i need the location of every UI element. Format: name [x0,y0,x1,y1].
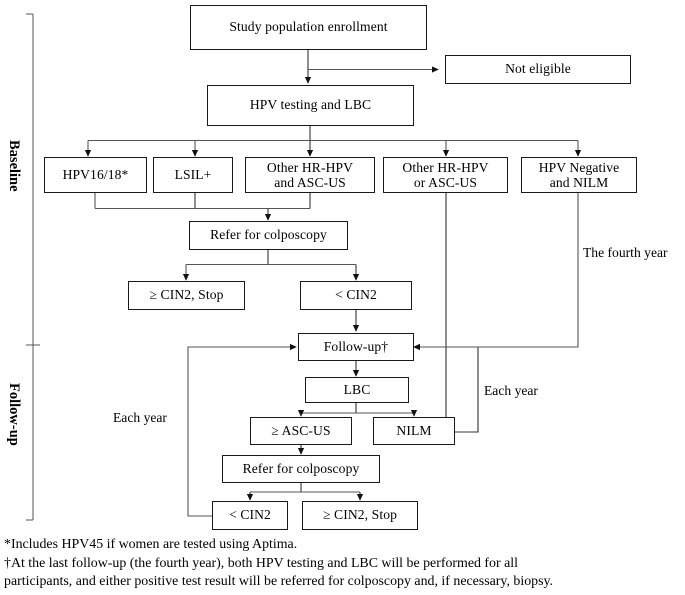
node-lt-cin2-followup[interactable]: < CIN2 [212,501,288,530]
node-study-population-enrollment[interactable]: Study population enrollment [190,5,427,50]
node-refer-for-colposcopy-followup[interactable]: Refer for colposcopy [222,455,380,483]
footnote-asterisk: *Includes HPV45 if women are tested usin… [4,537,298,552]
node-hpv1618[interactable]: HPV16/18* [44,157,147,193]
node-refer-for-colposcopy-baseline[interactable]: Refer for colposcopy [189,221,348,250]
edge-label-each-year-right: Each year [484,383,538,398]
node-lbc[interactable]: LBC [305,377,409,403]
node-hpv-negative-and-nilm[interactable]: HPV Negative and NILM [521,157,637,193]
node-cin2-stop-followup[interactable]: ≥ CIN2, Stop [302,501,418,530]
edge-label-each-year-left: Each year [113,410,167,425]
phase-label-followup: Follow-up [6,383,22,446]
footnote-dagger-line-2: participants, and either positive test r… [4,574,554,590]
footnotes: *Includes HPV45 if women are tested usin… [4,536,680,592]
node-lsil-plus[interactable]: LSIL+ [153,157,233,193]
node-nilm[interactable]: NILM [373,417,455,445]
node-hpv-testing-and-lbc[interactable]: HPV testing and LBC [207,85,414,126]
phase-label-baseline: Baseline [6,140,22,192]
node-other-hrhpv-or-ascus[interactable]: Other HR-HPV or ASC-US [383,157,508,193]
node-follow-up[interactable]: Follow-up† [298,333,414,361]
footnote-dagger-line-1: †At the last follow-up (the fourth year)… [4,555,518,571]
node-not-eligible[interactable]: Not eligible [445,55,631,84]
node-gte-ascus[interactable]: ≥ ASC-US [250,417,352,445]
node-lt-cin2-baseline[interactable]: < CIN2 [300,281,412,310]
node-cin2-stop-baseline[interactable]: ≥ CIN2, Stop [128,281,245,310]
node-other-hrhpv-and-ascus[interactable]: Other HR-HPV and ASC-US [245,157,375,193]
edge-label-the-fourth-year: The fourth year [583,245,668,260]
